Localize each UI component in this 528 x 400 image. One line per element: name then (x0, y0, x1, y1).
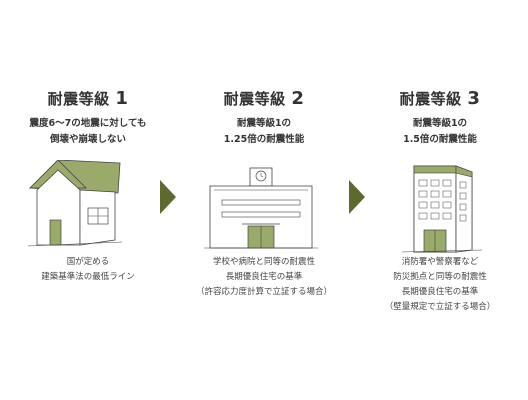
level-3-subtitle: 耐震等級1の 1.5倍の耐震性能 (352, 116, 528, 148)
level-3-description-line: 消防署や警察署など (401, 257, 479, 267)
tall-building-icon (401, 165, 483, 253)
level-1-description-line: 国が定める (66, 257, 110, 267)
level-1-subtitle: 震度6～7の地震に対しても 倒壊や崩壊しない (0, 116, 176, 148)
level-1-title-text: 耐震等級 (47, 90, 110, 108)
level-1-subtitle-line: 震度6～7の地震に対しても (29, 118, 147, 129)
level-1-description: 国が定める 建築基準法の最低ライン (0, 255, 176, 285)
level-2-title-text: 耐震等級 (223, 90, 286, 108)
level-2-number: 2 (291, 88, 305, 109)
level-3-subtitle-line: 1.5倍の耐震性能 (403, 134, 477, 145)
level-3-column: 耐震等級 3 耐震等級1の 1.5倍の耐震性能 消防署や警察署など 防災拠点と同… (352, 0, 528, 400)
level-2-subtitle: 耐震等級1の 1.25倍の耐震性能 (176, 116, 352, 148)
level-2-column: 耐震等級 2 耐震等級1の 1.25倍の耐震性能 学校や病院と同等の耐震性 長期… (176, 0, 352, 400)
school-building-icon (204, 167, 318, 249)
level-3-description: 消防署や警察署など 防災拠点と同等の耐震性 長期優良住宅の基準 （壁量規定で立証… (352, 255, 528, 315)
level-3-description-line: 防災拠点と同等の耐震性 (393, 272, 487, 282)
level-2-subtitle-line: 耐震等級1の (236, 118, 292, 129)
level-2-description-line: （許容応力度計算で立証する場合） (195, 287, 332, 297)
level-1-subtitle-line: 倒壊や崩壊しない (49, 134, 126, 145)
level-2-description-line: 長期優良住宅の基準 (225, 272, 303, 282)
level-1-description-line: 建築基準法の最低ライン (41, 272, 135, 282)
level-2-description-line: 学校や病院と同等の耐震性 (212, 257, 315, 267)
level-3-subtitle-line: 耐震等級1の (412, 118, 468, 129)
house-icon (27, 160, 123, 247)
level-1-title: 耐震等級 1 (0, 88, 176, 109)
level-2-subtitle-line: 1.25倍の耐震性能 (223, 134, 305, 145)
level-2-title: 耐震等級 2 (176, 88, 352, 109)
arrow-right-icon (349, 180, 365, 214)
level-1-column: 耐震等級 1 震度6～7の地震に対しても 倒壊や崩壊しない 国が定める 建築基準… (0, 0, 176, 400)
level-2-description: 学校や病院と同等の耐震性 長期優良住宅の基準 （許容応力度計算で立証する場合） (176, 255, 352, 300)
level-3-title-text: 耐震等級 (399, 90, 462, 108)
level-3-description-line: （壁量規定で立証する場合） (384, 302, 496, 312)
arrow-right-icon (160, 180, 176, 214)
level-1-number: 1 (115, 88, 129, 109)
level-3-number: 3 (467, 88, 481, 109)
level-3-title: 耐震等級 3 (352, 88, 528, 109)
level-3-description-line: 長期優良住宅の基準 (401, 287, 479, 297)
